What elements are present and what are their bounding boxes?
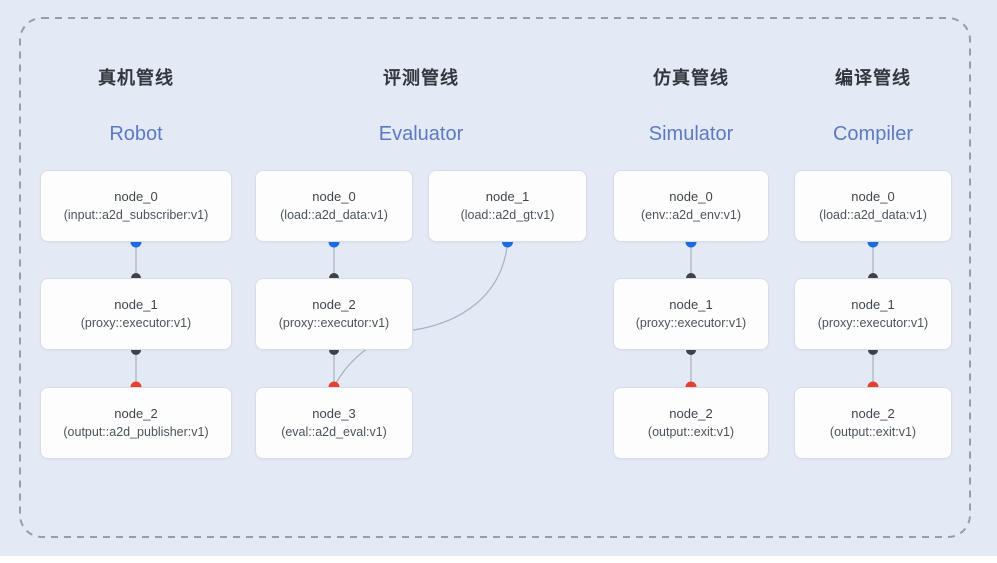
node-box-compiler-node-1: node_1 (proxy::executor:v1) [794, 278, 952, 350]
node-box-evaluator-node-1: node_1 (load::a2d_gt:v1) [428, 170, 587, 242]
node-box-evaluator-node-2: node_2 (proxy::executor:v1) [255, 278, 413, 350]
node-title: node_0 [312, 189, 356, 205]
heading-zh-robot: 真机管线 [98, 68, 174, 88]
node-title: node_2 [114, 406, 158, 422]
node-title: node_0 [114, 189, 158, 205]
node-box-evaluator-node-0: node_0 (load::a2d_data:v1) [255, 170, 413, 242]
node-box-simulator-node-2: node_2 (output::exit:v1) [613, 387, 769, 459]
node-subtitle: (eval::a2d_eval:v1) [281, 424, 387, 439]
node-box-evaluator-node-3: node_3 (eval::a2d_eval:v1) [255, 387, 413, 459]
node-title: node_1 [114, 297, 158, 313]
node-subtitle: (load::a2d_data:v1) [280, 207, 388, 222]
node-box-simulator-node-1: node_1 (proxy::executor:v1) [613, 278, 769, 350]
node-subtitle: (proxy::executor:v1) [817, 315, 929, 330]
heading-en-simulator: Simulator [648, 123, 734, 145]
node-subtitle: (load::a2d_gt:v1) [460, 207, 555, 222]
node-subtitle: (load::a2d_data:v1) [819, 207, 927, 222]
node-title: node_2 [669, 406, 713, 422]
node-title: node_1 [485, 189, 530, 205]
heading-zh-evaluator: 评测管线 [383, 68, 459, 88]
node-box-robot-node-0: node_0 (input::a2d_subscriber:v1) [40, 170, 232, 242]
node-title: node_0 [669, 189, 713, 205]
heading-en-evaluator: Evaluator [378, 123, 464, 145]
node-title: node_3 [312, 406, 356, 422]
node-box-compiler-node-0: node_0 (load::a2d_data:v1) [794, 170, 952, 242]
node-title: node_2 [851, 406, 895, 422]
heading-en-compiler: Compiler [832, 123, 914, 145]
node-title: node_1 [851, 297, 895, 313]
node-subtitle: (env::a2d_env:v1) [640, 207, 742, 222]
node-box-robot-node-2: node_2 (output::a2d_publisher:v1) [40, 387, 232, 459]
node-subtitle: (input::a2d_subscriber:v1) [63, 207, 209, 222]
heading-zh-compiler: 编译管线 [835, 68, 911, 88]
node-box-compiler-node-2: node_2 (output::exit:v1) [794, 387, 952, 459]
node-box-simulator-node-0: node_0 (env::a2d_env:v1) [613, 170, 769, 242]
node-subtitle: (output::exit:v1) [647, 424, 735, 439]
node-title: node_2 [312, 297, 356, 313]
node-subtitle: (proxy::executor:v1) [80, 315, 192, 330]
node-subtitle: (proxy::executor:v1) [635, 315, 747, 330]
node-title: node_0 [851, 189, 895, 205]
node-subtitle: (output::exit:v1) [829, 424, 917, 439]
heading-en-robot: Robot [109, 123, 163, 145]
heading-zh-simulator: 仿真管线 [653, 68, 729, 88]
node-title: node_1 [669, 297, 713, 313]
node-subtitle: (proxy::executor:v1) [278, 315, 390, 330]
node-box-robot-node-1: node_1 (proxy::executor:v1) [40, 278, 232, 350]
node-subtitle: (output::a2d_publisher:v1) [63, 424, 209, 439]
